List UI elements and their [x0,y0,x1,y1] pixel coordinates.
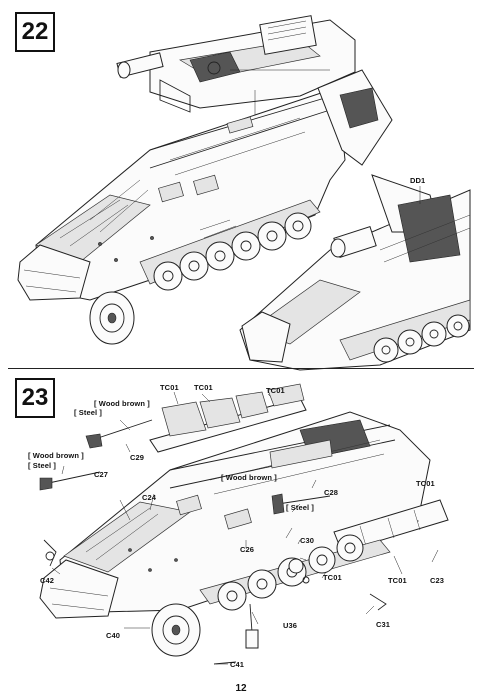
callout-c23: C23 [430,576,445,585]
step22-drawing [17,15,471,371]
step23-drawing [39,383,449,665]
callout-tc01: TC01 [323,573,342,582]
callout-c28: C28 [324,488,339,497]
callout-c31: C31 [376,620,391,629]
step22-main-hull [17,69,393,345]
callout-c24: C24 [142,493,157,502]
callout-tc01: TC01 [160,383,179,392]
material-note: [ Wood brown ] [221,473,277,482]
callout-tc01: TC01 [416,479,435,488]
callout-c29: C29 [130,453,145,462]
page-number: 12 [235,683,247,694]
callout-c26: C26 [240,545,255,554]
material-note: [ Wood brown ] [94,399,150,408]
material-note: [ Wood brown ] [28,451,84,460]
step-divider [8,368,474,369]
step-number-box: 22 [15,12,55,52]
material-note: [ Steel ] [74,408,102,417]
material-note: [ Steel ] [28,461,56,470]
step22-completed-view [239,174,471,371]
step22-road-wheels [153,212,312,291]
callout-tc01: TC01 [194,383,213,392]
step23-road-wheels [217,534,364,611]
callout-c27: C27 [94,470,109,479]
step23-side-plates [39,383,307,491]
callout-tc01: TC01 [266,386,285,395]
callout-c40: C40 [106,631,121,640]
callout-c42: C42 [40,576,55,585]
callout-dd1: DD1 [410,176,426,185]
step22-gun-mount [116,15,356,150]
material-note: [ Steel ] [286,503,314,512]
callout-c41: C41 [230,660,245,669]
callout-c30: C30 [300,536,315,545]
step-number-box: 23 [15,378,55,418]
callout-u36: U36 [283,621,298,630]
step23-main-hull [39,411,449,665]
callout-tc01: TC01 [388,576,407,585]
